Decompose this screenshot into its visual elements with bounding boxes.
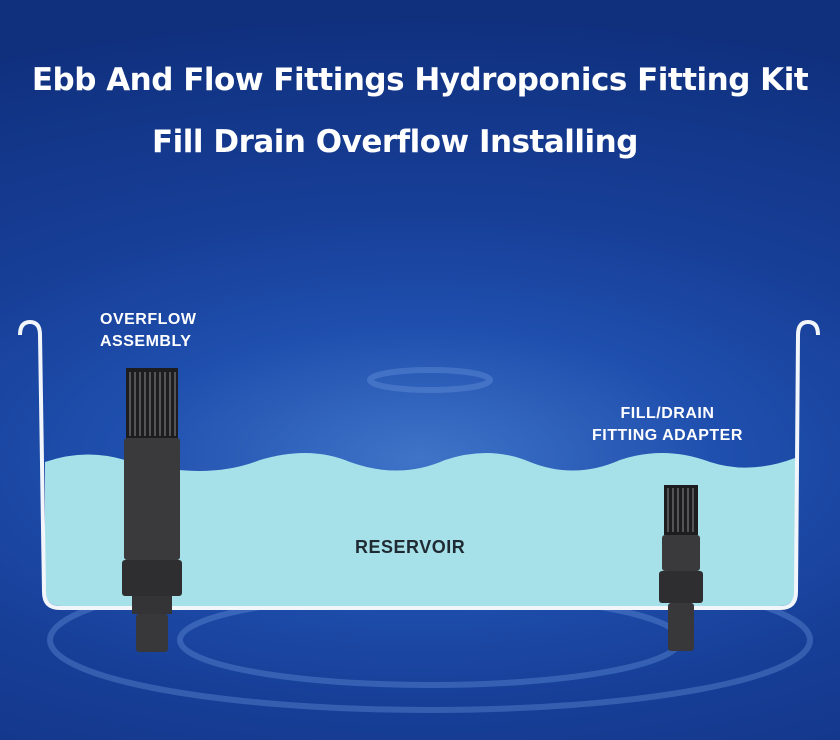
title-line-2: Fill Drain Overflow Installing: [152, 124, 638, 160]
reservoir-label: RESERVOIR: [355, 537, 466, 557]
reservoir-tray: [18, 319, 820, 610]
fill-drain-fitting: [659, 485, 703, 651]
title-line-1: Ebb And Flow Fittings Hydroponics Fittin…: [31, 62, 809, 98]
fill-drain-label-line-2: FITTING ADAPTER: [592, 427, 743, 444]
overflow-assembly-label: OVERFLOW ASSEMBLY: [100, 309, 196, 353]
overflow-label-line-1: OVERFLOW: [100, 311, 197, 328]
water: [45, 452, 795, 606]
overflow-label-line-2: ASSEMBLY: [100, 333, 192, 350]
overflow-assembly: [122, 368, 182, 652]
fill-drain-label-line-1: FILL/DRAIN: [620, 405, 715, 422]
fill-drain-label: FILL/DRAIN FITTING ADAPTER: [592, 403, 743, 447]
